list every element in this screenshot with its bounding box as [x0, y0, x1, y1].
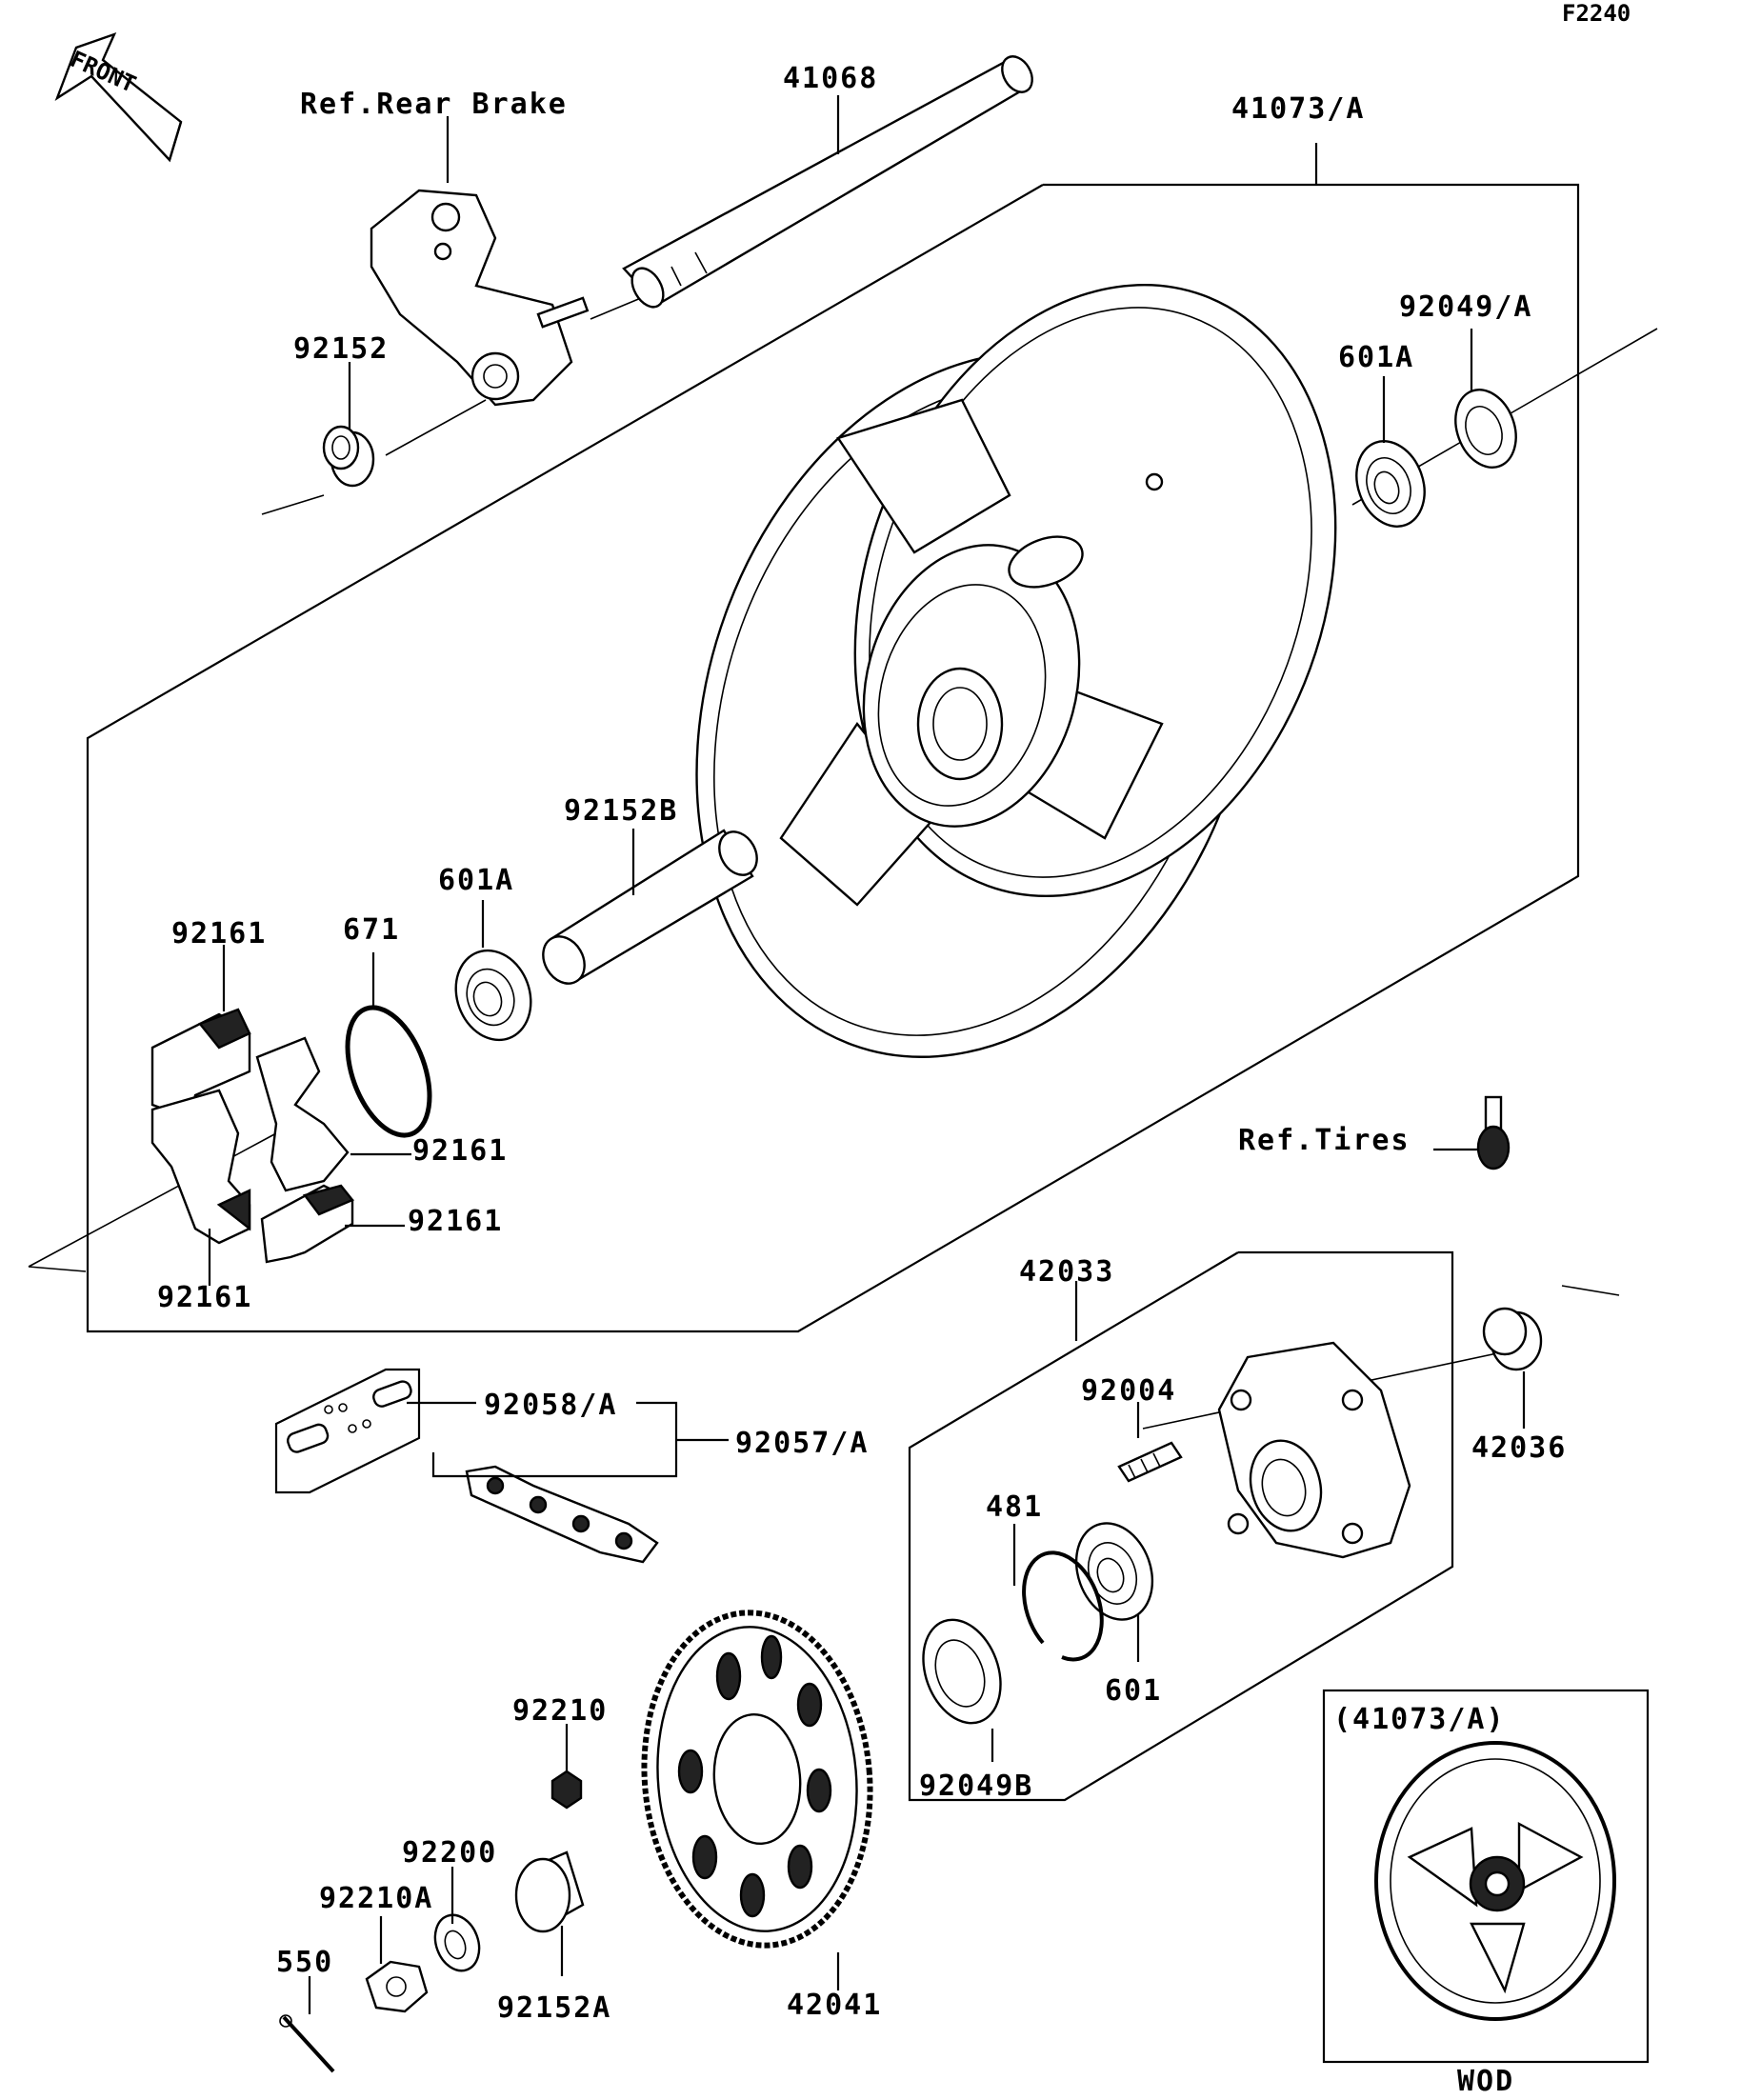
wheel-assembly-outline — [86, 183, 1580, 1333]
inset-wheel-wod: (41073/A) WOD — [1322, 1689, 1650, 2098]
collar-42036 — [1482, 1307, 1543, 1371]
label-92161-b: 92161 — [412, 1134, 508, 1168]
label-92152: 92152 — [293, 332, 389, 366]
label-671: 671 — [343, 913, 400, 947]
label-92152b: 92152B — [564, 794, 678, 828]
sprocket-coupling — [1217, 1341, 1411, 1559]
label-92049b: 92049B — [919, 1770, 1033, 1803]
label-92210: 92210 — [512, 1694, 608, 1728]
label-ref-tires: Ref.Tires — [1238, 1124, 1411, 1157]
nut-92210 — [550, 1770, 583, 1810]
label-601: 601 — [1105, 1674, 1162, 1708]
rear-sprocket-42041 — [641, 1610, 873, 1949]
bearing-601 — [1074, 1522, 1154, 1621]
label-92200: 92200 — [402, 1836, 497, 1870]
label-481: 481 — [986, 1490, 1043, 1524]
tire-valve-icon — [1476, 1095, 1511, 1170]
o-ring-671 — [345, 1005, 432, 1138]
axle-41068 — [622, 55, 1033, 309]
circlip-481 — [1022, 1550, 1104, 1662]
washer-92200 — [433, 1913, 481, 1972]
label-ref-rear-brake: Ref.Rear Brake — [300, 88, 568, 121]
brake-caliper-bracket — [370, 189, 590, 407]
seal-92049b — [922, 1618, 1002, 1725]
spacer-92152 — [322, 425, 375, 488]
rear-wheel — [695, 284, 1337, 1058]
label-601a-right: 601A — [1338, 341, 1414, 374]
label-92152a: 92152A — [497, 1991, 611, 2025]
label-42033: 42033 — [1019, 1255, 1114, 1289]
label-92161-d: 92161 — [157, 1281, 252, 1314]
drive-chain-92057a — [465, 1465, 659, 1564]
label-42036: 42036 — [1471, 1431, 1567, 1465]
coupling-assembly-outline — [908, 1250, 1454, 1802]
label-92049a: 92049/A — [1399, 290, 1532, 324]
label-92161-a: 92161 — [171, 917, 267, 950]
cotter-pin-550 — [279, 2014, 335, 2073]
label-92210a: 92210A — [319, 1882, 433, 1915]
label-550: 550 — [276, 1946, 333, 1979]
label-41073a: 41073/A — [1231, 92, 1365, 126]
inset-title: (41073/A) — [1333, 1703, 1506, 1736]
seal-92049a — [1454, 389, 1517, 469]
bearing-601a-left — [454, 949, 532, 1042]
label-41068: 41068 — [783, 62, 878, 95]
front-arrow-icon: FRONT — [54, 31, 183, 163]
sleeve-92152b — [542, 829, 758, 985]
label-92004: 92004 — [1081, 1374, 1176, 1408]
label-92057a: 92057/A — [735, 1427, 869, 1460]
stud-92004 — [1117, 1441, 1183, 1483]
inset-caption: WOD — [1457, 2065, 1514, 2098]
master-link-92058a — [274, 1368, 421, 1494]
damper-rubbers-92161 — [150, 1008, 354, 1264]
label-601a-left: 601A — [438, 864, 514, 897]
castle-nut-92210a — [365, 1960, 429, 2013]
label-92058a: 92058/A — [484, 1389, 617, 1422]
bearing-601a-right — [1355, 440, 1426, 528]
label-92161-c: 92161 — [408, 1205, 503, 1238]
label-42041: 42041 — [787, 1989, 882, 2022]
figure-code: F2240 — [1562, 0, 1631, 27]
collar-92152a — [514, 1850, 585, 1933]
